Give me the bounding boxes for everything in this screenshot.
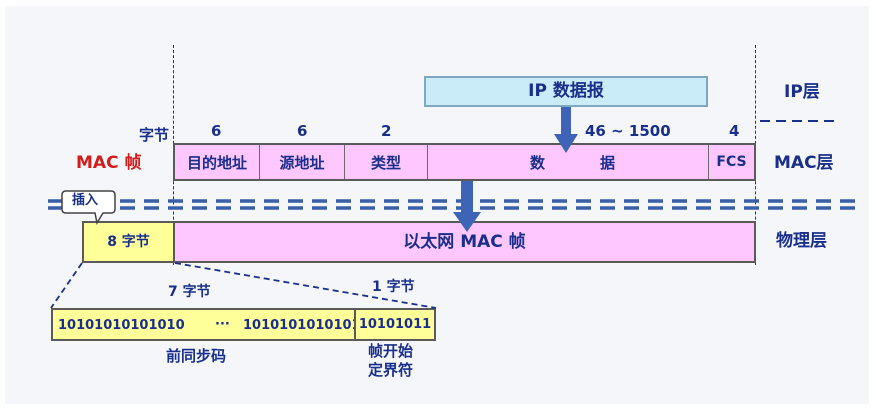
- field-fcs: FCS: [716, 154, 747, 170]
- one-byte-label: 1 字节: [372, 279, 415, 295]
- sfd-bits-box: 10101011: [354, 308, 436, 341]
- bytes-unit-label: 字节: [139, 126, 170, 144]
- ip-datagram-box: IP 数据报: [424, 76, 708, 107]
- ip-datagram-label: IP 数据报: [528, 81, 604, 101]
- preamble-name-label: 前同步码: [166, 347, 227, 365]
- type-size-label: 2: [381, 122, 392, 140]
- insert-callout-label: 插入: [72, 193, 99, 208]
- insert-callout-bubble: [61, 190, 116, 226]
- layer-mac-label: MAC层: [774, 153, 834, 173]
- preamble-bits-box: 10101010101010 ··· 10101010101010: [51, 308, 370, 341]
- dest-size-label: 6: [211, 122, 222, 140]
- down-arrow-mac-to-physical-icon: [453, 181, 481, 232]
- fcs-size-label: 4: [729, 122, 740, 140]
- expand-right-dash: [174, 262, 437, 309]
- sfd-name-line2: 定界符: [368, 361, 414, 379]
- layer-physical-label: 物理层: [776, 231, 827, 251]
- mac-frame-label: MAC 帧: [76, 153, 142, 173]
- preamble-8-byte-box: 8 字节: [82, 221, 175, 263]
- down-arrow-ip-to-data-icon: [554, 107, 578, 153]
- field-dest-address: 目的地址: [175, 145, 260, 179]
- field-data: 数 据: [428, 145, 709, 179]
- field-src-address: 源地址: [260, 145, 345, 179]
- mac-frame-fields: 目的地址 源地址 类型 数 据 FCS: [173, 143, 756, 181]
- layer-ip-label: IP层: [784, 82, 820, 102]
- data-size-label: 46 ~ 1500: [585, 122, 671, 140]
- src-size-label: 6: [297, 122, 308, 140]
- seven-bytes-label: 7 字节: [168, 284, 211, 300]
- sfd-name-line1: 帧开始: [368, 342, 414, 360]
- field-type: 类型: [345, 145, 428, 179]
- expand-left-dash: [50, 262, 83, 309]
